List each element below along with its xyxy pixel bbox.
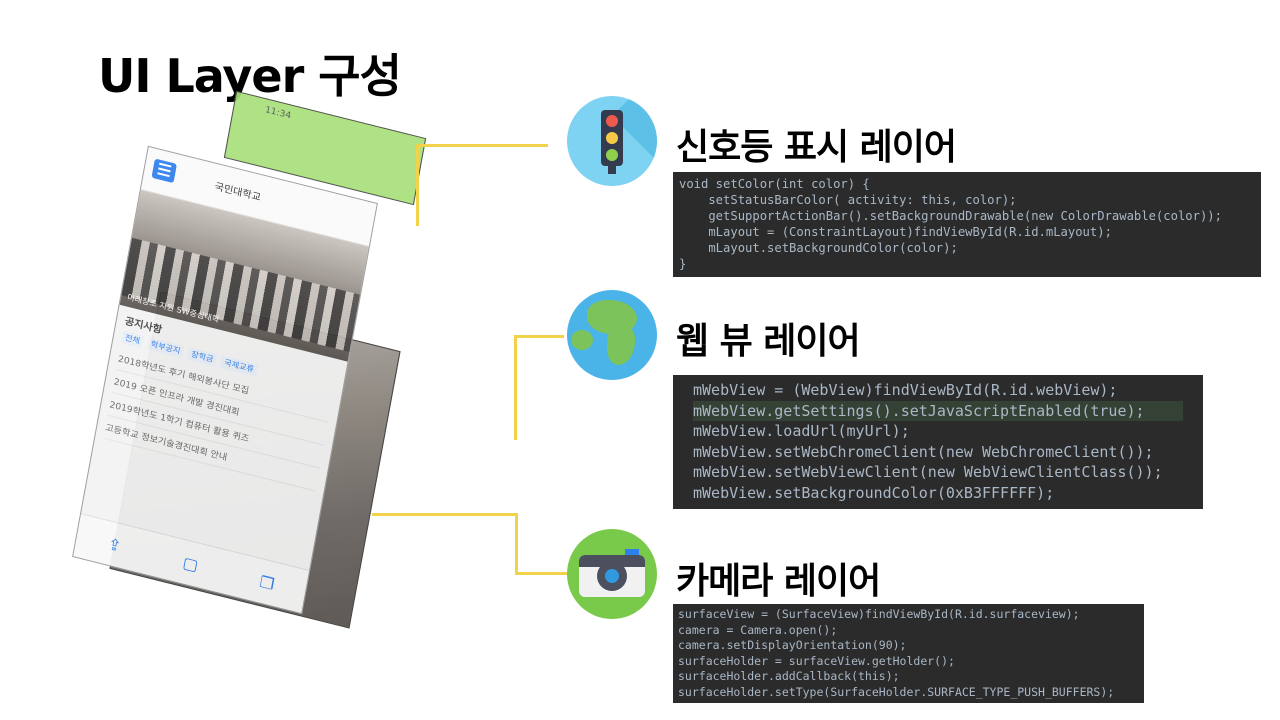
- code-line: mWebView.setWebViewClient(new WebViewCli…: [693, 463, 1163, 481]
- code-line: setStatusBarColor( activity: this, color…: [679, 193, 1017, 207]
- section-title-signal: 신호등 표시 레이어: [676, 127, 957, 168]
- browser-toolbar: ⇪ ▢ ❐: [73, 513, 310, 614]
- code-line: surfaceHolder = surfaceView.getHolder();: [678, 653, 955, 668]
- camera-icon: [567, 529, 657, 619]
- connector-web: [514, 335, 564, 440]
- code-line: camera = Camera.open();: [678, 622, 838, 637]
- code-line: mLayout = (ConstraintLayout)findViewById…: [679, 225, 1112, 239]
- connector-signal: [416, 144, 548, 226]
- code-webview: mWebView = (WebView)findViewById(R.id.we…: [673, 375, 1203, 509]
- section-title-webview: 웹 뷰 레이어: [676, 321, 861, 362]
- code-line: mWebView.getSettings().setJavaScriptEnab…: [693, 400, 1183, 421]
- code-line: mWebView = (WebView)findViewById(R.id.we…: [693, 381, 1118, 399]
- code-line: getSupportActionBar().setBackgroundDrawa…: [679, 209, 1222, 223]
- code-line: camera.setDisplayOrientation(90);: [678, 638, 907, 653]
- code-line: surfaceHolder.addCallback(this);: [678, 669, 900, 684]
- code-line: surfaceView = (SurfaceView)findViewById(…: [678, 607, 1080, 621]
- menu-icon[interactable]: [151, 158, 177, 184]
- globe-icon: [567, 290, 657, 380]
- status-time: 11:34: [264, 105, 292, 122]
- code-line: mWebView.loadUrl(myUrl);: [693, 422, 910, 440]
- notice-tab[interactable]: 장학금: [187, 347, 218, 367]
- code-line: void setColor(int color) {: [679, 177, 870, 191]
- code-camera: surfaceView = (SurfaceView)findViewById(…: [673, 604, 1144, 703]
- tabs-icon[interactable]: ❐: [258, 571, 276, 594]
- traffic-light-icon: [567, 96, 657, 186]
- code-line: surfaceHolder.setType(SurfaceHolder.SURF…: [678, 684, 1115, 699]
- code-line: }: [679, 257, 687, 271]
- connector-camera-h: [372, 513, 518, 516]
- code-line: mWebView.setWebChromeClient(new WebChrom…: [693, 442, 1154, 461]
- code-signal: void setColor(int color) { setStatusBarC…: [673, 172, 1261, 277]
- web-logo: 국민대학교: [213, 181, 262, 204]
- code-line: mWebView.setBackgroundColor(0xB3FFFFFF);: [693, 483, 1055, 502]
- connector-camera: [515, 513, 567, 575]
- code-line: mLayout.setBackgroundColor(color);: [679, 241, 958, 255]
- section-title-camera: 카메라 레이어: [676, 561, 881, 602]
- share-icon[interactable]: ⇪: [106, 533, 124, 556]
- bookmark-icon[interactable]: ▢: [181, 552, 200, 575]
- notice-tab[interactable]: 전체: [120, 330, 144, 349]
